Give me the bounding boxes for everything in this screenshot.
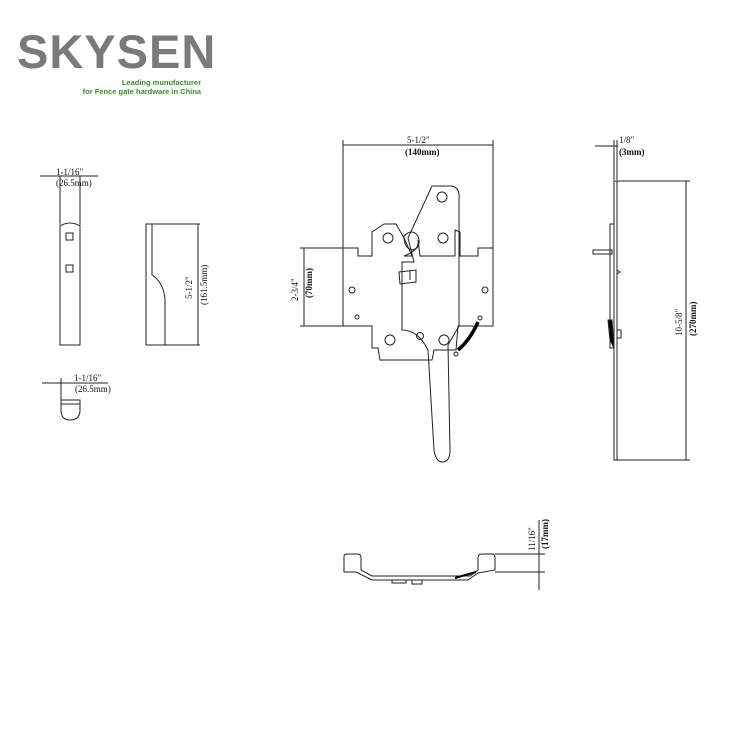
latch-side-thickness-mm: (3mm) bbox=[619, 147, 645, 157]
brand-tagline-line2: for Fence gate hardware in China bbox=[82, 87, 201, 96]
latch-side-thickness-in: 1/8" bbox=[619, 135, 635, 145]
brand-tagline-line1: Leading munufacturer bbox=[121, 78, 201, 87]
keeper-front-width-mm: (26.5mm) bbox=[56, 178, 92, 188]
latch-side-height-in: 10-5/8" bbox=[674, 309, 684, 336]
latch-front-plate-height-mm: (70mm) bbox=[304, 268, 314, 298]
keeper-top-width-in: 1-1/16" bbox=[74, 373, 101, 383]
keeper-front-view bbox=[40, 175, 98, 346]
latch-front-plate-height-in: 2-3/4" bbox=[290, 278, 300, 301]
keeper-side-height-mm: (161.5mm) bbox=[199, 265, 209, 305]
latch-bottom-depth-in: 11/16" bbox=[527, 527, 537, 551]
latch-side-height-mm: (270mm) bbox=[688, 302, 698, 337]
latch-front-width-mm: (140mm) bbox=[405, 147, 440, 157]
latch-front-view bbox=[300, 140, 494, 463]
brand-name: SKYSEN bbox=[17, 25, 217, 78]
latch-front-width-in: 5-1/2" bbox=[407, 135, 430, 145]
brand-logo: SKYSEN bbox=[17, 28, 216, 75]
latch-side-view bbox=[592, 140, 690, 461]
keeper-front-width-in: 1-1/16" bbox=[56, 167, 83, 177]
keeper-side-height-in: 5-1/2" bbox=[184, 276, 194, 299]
keeper-top-view bbox=[42, 378, 108, 421]
keeper-top-width-mm: (26.5mm) bbox=[75, 384, 111, 394]
latch-bottom-depth-mm: (17mm) bbox=[540, 519, 550, 549]
latch-bottom-view bbox=[343, 520, 545, 590]
keeper-side-view bbox=[145, 223, 200, 346]
